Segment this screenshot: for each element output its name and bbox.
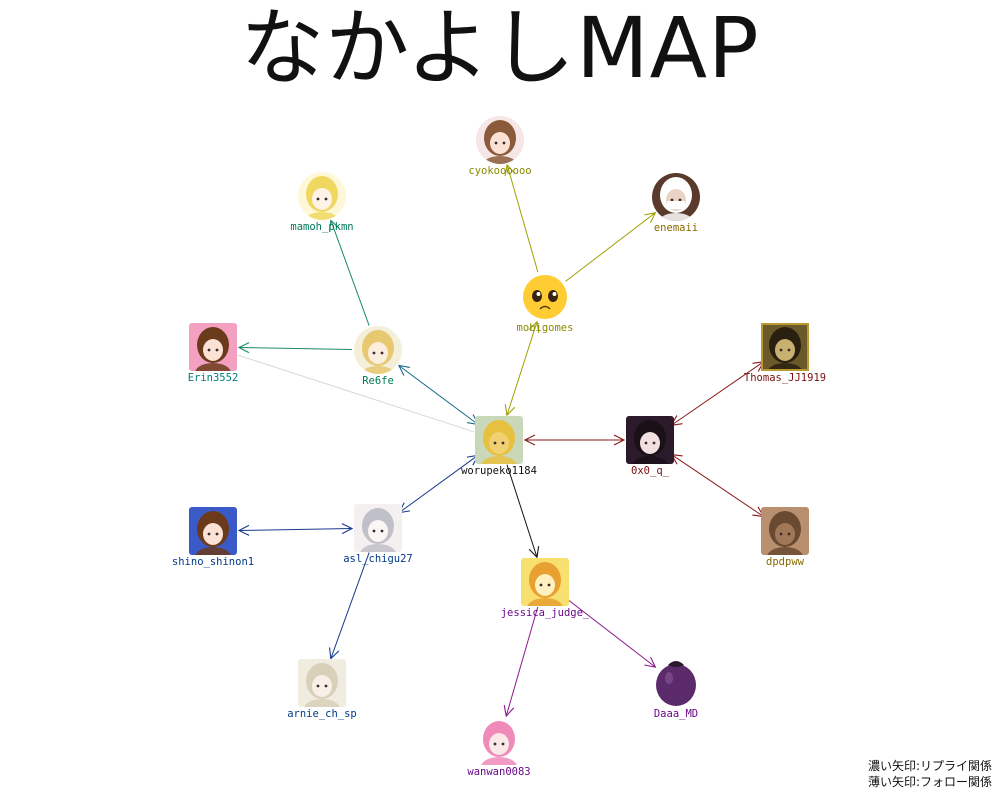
- node-mamoh_pkmn[interactable]: mamoh_pkmn: [290, 172, 354, 233]
- node-cyokoooooo[interactable]: cyokoooooo: [468, 116, 532, 177]
- node-0x0_q_[interactable]: 0x0_q_: [626, 416, 674, 477]
- node-label: wanwan0083: [467, 766, 530, 778]
- brown-hair-girl-avatar-icon: [189, 507, 237, 555]
- node-label: jessica_judge_: [501, 607, 590, 619]
- node-Thomas_JJ1919[interactable]: Thomas_JJ1919: [744, 323, 826, 384]
- edges-layer: [237, 165, 764, 716]
- edge-mobigomes-enemaii: [565, 213, 656, 282]
- node-jessica_judge_[interactable]: jessica_judge_: [501, 558, 590, 619]
- edge-jessica_judge_-wanwan0083: [506, 606, 539, 716]
- blonde-girl-avatar-icon: [354, 326, 402, 374]
- edge-asl_chigu27-shino_shinon1: [239, 528, 352, 530]
- node-label: shino_shinon1: [172, 556, 254, 568]
- masked-face-avatar-icon: [652, 173, 700, 221]
- node-label: mobigomes: [517, 322, 574, 334]
- node-label: dpdpww: [766, 556, 805, 568]
- legend: 濃い矢印:リプライ関係 薄い矢印:フォロー関係: [868, 758, 992, 790]
- node-dpdpww[interactable]: dpdpww: [761, 507, 809, 568]
- pleading-face-emoji-icon: [523, 275, 567, 319]
- node-Re6fe[interactable]: Re6fe: [354, 326, 402, 387]
- node-arnie_ch_sp[interactable]: arnie_ch_sp: [287, 659, 357, 720]
- dog-avatar-icon: [761, 507, 809, 555]
- edge-worupeko1184-asl_chigu27: [399, 455, 478, 512]
- edge-0x0_q_-dpdpww: [672, 455, 764, 517]
- edge-worupeko1184-mobigomes: [507, 322, 537, 415]
- edge-Re6fe-mamoh_pkmn: [331, 220, 370, 326]
- node-Erin3552[interactable]: Erin3552: [188, 323, 239, 384]
- purple-fruit-avatar-icon: [656, 661, 696, 706]
- node-shino_shinon1[interactable]: shino_shinon1: [172, 507, 254, 568]
- node-label: Thomas_JJ1919: [744, 372, 826, 384]
- node-enemaii[interactable]: enemaii: [652, 173, 700, 234]
- node-label: enemaii: [654, 222, 698, 234]
- edge-worupeko1184-Erin3552: [237, 354, 475, 433]
- golden-character-avatar-icon: [521, 558, 569, 606]
- edge-Re6fe-Erin3552: [239, 347, 353, 349]
- legend-dark-arrow: 濃い矢印:リプライ関係: [867, 759, 992, 773]
- node-label: Daaa_MD: [654, 708, 698, 720]
- node-label: arnie_ch_sp: [287, 708, 357, 720]
- girl-avatar-icon: [476, 116, 524, 164]
- node-label: Erin3552: [188, 372, 239, 384]
- pale-hair-avatar-icon: [298, 659, 346, 707]
- cat-character-avatar-icon: [475, 416, 523, 464]
- node-Daaa_MD[interactable]: Daaa_MD: [654, 661, 698, 720]
- node-label: 0x0_q_: [631, 465, 670, 477]
- edge-jessica_judge_-Daaa_MD: [565, 597, 656, 667]
- edge-worupeko1184-Re6fe: [399, 366, 478, 425]
- page-title: なかよしMAP: [240, 0, 760, 97]
- legend-light-arrow: 薄い矢印:フォロー関係: [867, 775, 992, 789]
- edge-asl_chigu27-arnie_ch_sp: [331, 552, 370, 658]
- node-wanwan0083[interactable]: wanwan0083: [467, 717, 531, 778]
- pink-hair-girl-avatar-icon: [475, 717, 523, 765]
- node-label: mamoh_pkmn: [290, 221, 353, 233]
- chibi-girl-avatar-icon: [189, 323, 237, 371]
- edge-0x0_q_-Thomas_JJ1919: [671, 362, 763, 426]
- node-mobigomes[interactable]: mobigomes: [517, 275, 574, 334]
- nodes-layer: cyokoooooo enemaii mamoh_pkmn mobigomesErin…: [172, 116, 826, 778]
- portrait-avatar-icon: [761, 323, 809, 371]
- node-asl_chigu27[interactable]: asl_chigu27: [343, 504, 413, 565]
- node-label: cyokoooooo: [468, 165, 531, 177]
- sketch-avatar-icon: [354, 504, 402, 552]
- edge-worupeko1184-jessica_judge_: [506, 464, 537, 558]
- node-label: Re6fe: [362, 375, 394, 387]
- anime-girl-avatar-icon: [298, 172, 346, 220]
- node-worupeko1184[interactable]: worupeko1184: [461, 416, 537, 477]
- edge-mobigomes-cyokoooooo: [507, 165, 539, 273]
- node-label: asl_chigu27: [343, 553, 413, 565]
- node-label: worupeko1184: [461, 465, 537, 477]
- dark-hair-girl-avatar-icon: [626, 416, 674, 464]
